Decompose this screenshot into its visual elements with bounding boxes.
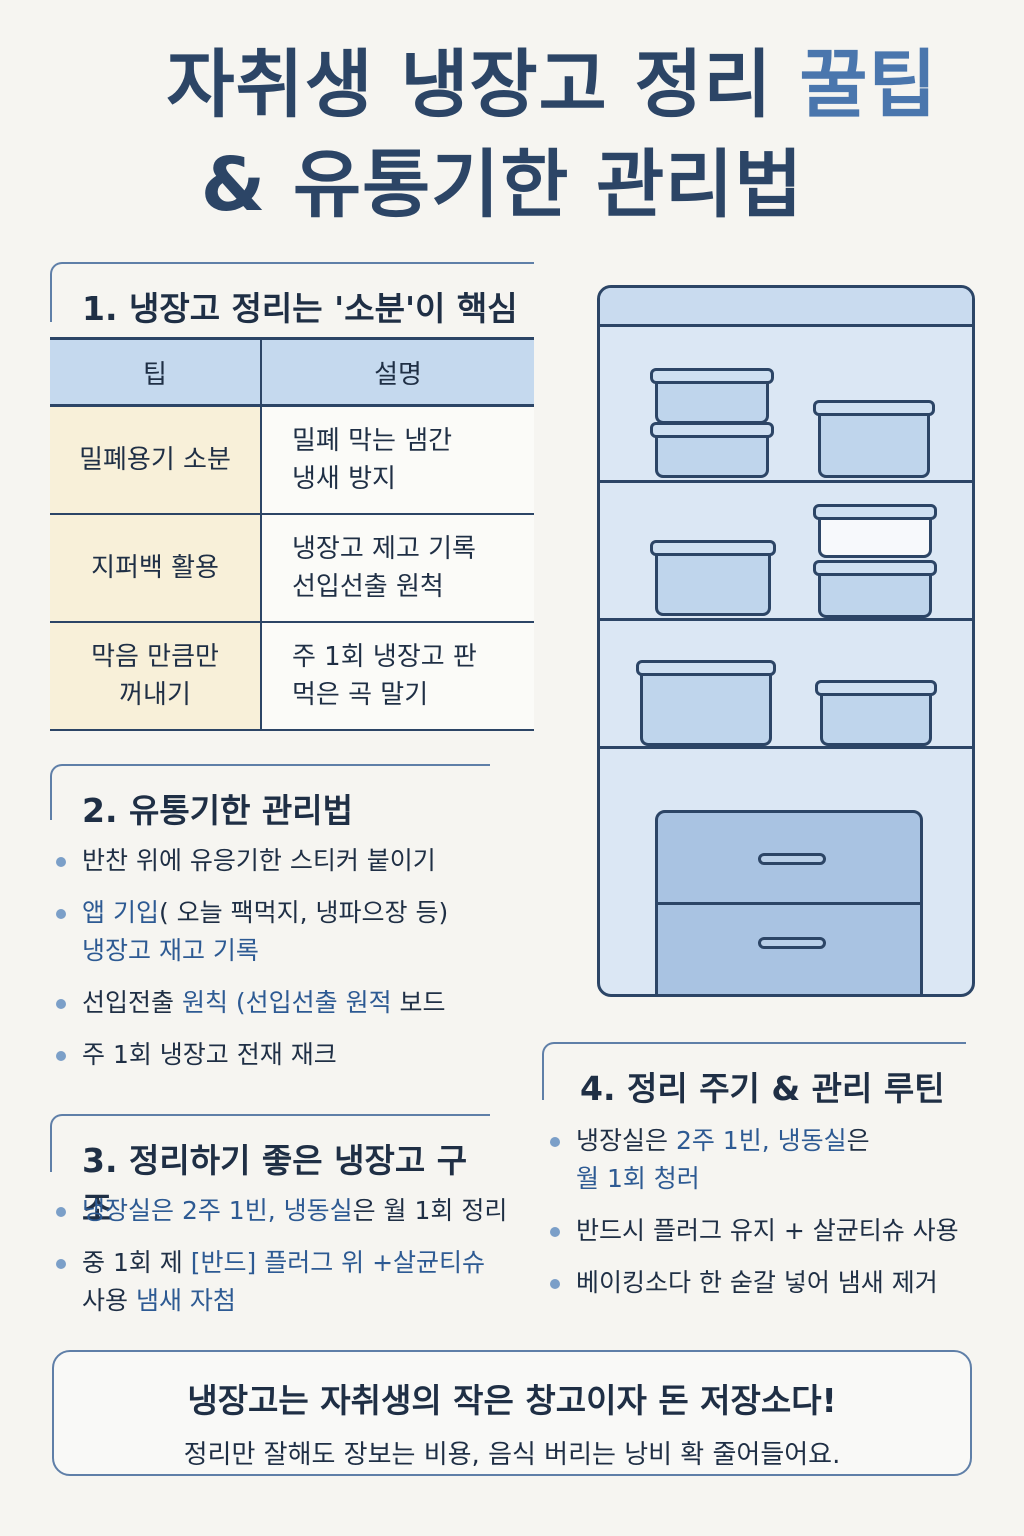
table-header-desc: 설명 [261, 337, 534, 407]
list-item: 냉장실은 2주 1빈, 냉동실은 월 1회 정리 [52, 1192, 572, 1230]
food-container [640, 672, 772, 746]
list-item-text: 보드 [391, 988, 446, 1017]
section4-heading: 4. 정리 주기 & 관리 루틴 [542, 1042, 966, 1108]
drawer-handle [758, 853, 826, 865]
list-item-accent: 월 1회 청러 [576, 1164, 700, 1193]
desc-line: 냉새 방지 [292, 464, 396, 494]
fridge-illustration [597, 285, 975, 997]
list-item: 반드시 플러그 유지 + 살균티슈 사용 [546, 1212, 1016, 1250]
section1-heading: 1. 냉장고 정리는 '소분'이 핵심 [50, 262, 534, 328]
list-item-text: ( 오늘 팩먹지, 냉파으장 등) [158, 898, 449, 927]
food-container [818, 514, 932, 558]
list-item-accent: 냄새 자첨 [135, 1286, 236, 1315]
fridge-drawer [655, 902, 923, 994]
table-cell-tip: 밀폐용기 소분 [50, 405, 262, 515]
footer-headline: 냉장고는 자취생의 작은 창고이자 돈 저장소다! [187, 1381, 837, 1420]
list-item-text: 냉장실은 [576, 1126, 676, 1155]
list-item-text: 반찬 위에 유응기한 스티커 붙이기 [82, 846, 436, 875]
section2-heading: 2. 유통기한 관리법 [50, 764, 490, 830]
section3-list: 냉장실은 2주 1빈, 냉동실은 월 1회 정리 중 1회 제 [반드] 플러그… [52, 1192, 572, 1334]
container-lid [813, 400, 935, 416]
list-item-text: 중 1회 제 [82, 1248, 191, 1277]
list-item-accent: 냉장실은 2주 1빈, 냉동실 [82, 1196, 353, 1225]
fridge-top-bar [600, 288, 972, 327]
section3-heading: 3. 정리하기 좋은 냉장고 구조 [50, 1114, 490, 1228]
fridge-drawer [655, 810, 923, 906]
food-container [655, 380, 769, 424]
page-title-line1: 자취생 냉장고 정리 꿀팁 [40, 40, 1024, 130]
desc-line: 밀폐 막는 냄간 [292, 426, 453, 456]
desc-line: 주 1회 냉장고 판 [292, 642, 477, 672]
food-container [820, 692, 932, 746]
fridge-shelf [600, 480, 972, 483]
container-lid [813, 560, 937, 576]
container-lid [815, 680, 937, 696]
table-header-tip: 팁 [50, 337, 262, 407]
container-lid [636, 660, 776, 676]
tip-line: 막음 만큼만 [91, 642, 219, 672]
list-item-text: 선입전출 [82, 988, 182, 1017]
desc-line: 냉장고 제고 기록 [292, 534, 476, 564]
fridge-shelf [600, 746, 972, 749]
footer-callout: 냉장고는 자취생의 작은 창고이자 돈 저장소다! 정리만 잘해도 장보는 비용… [52, 1350, 972, 1476]
list-item-accent: 냉장고 재고 기록 [82, 936, 259, 965]
list-item-text: 은 월 1회 정리 [352, 1196, 508, 1225]
list-item-text: 베이킹소다 한 숟갈 넣어 냄새 제거 [576, 1268, 938, 1297]
list-item: 주 1회 냉장고 전재 재크 [52, 1036, 572, 1074]
list-item-accent: 원칙 (선입선출 원적 [181, 988, 392, 1017]
list-item-text: 은 [846, 1126, 870, 1155]
list-item: 선입전출 원칙 (선입선출 원적 보드 [52, 984, 572, 1022]
container-lid [650, 368, 774, 384]
list-item-accent: [반드] 플러그 위 +살균티슈 [190, 1248, 486, 1277]
desc-line: 먹은 곡 말기 [292, 680, 429, 710]
tip-line: 꺼내기 [119, 680, 191, 710]
fridge-shelf [600, 618, 972, 621]
footer-subtext: 정리만 잘해도 장보는 비용, 음식 버리는 낭비 확 줄어들어요. [183, 1440, 841, 1470]
drawer-handle [758, 937, 826, 949]
section2-list: 반찬 위에 유응기한 스티커 붙이기 앱 기입( 오늘 팩먹지, 냉파으장 등)… [52, 842, 572, 1088]
title-main-text: 자취생 냉장고 정리 [166, 42, 800, 128]
list-item-accent: 앱 기입 [82, 898, 159, 927]
page-title-line2: & 유통기한 관리법 [200, 142, 804, 228]
container-lid [813, 504, 937, 520]
desc-line: 선입선출 원척 [292, 572, 444, 602]
food-container [818, 412, 930, 478]
food-container [655, 550, 771, 616]
list-item: 앱 기입( 오늘 팩먹지, 냉파으장 등) 냉장고 재고 기록 [52, 894, 572, 970]
list-item-accent: 2주 1빈, 냉동실 [675, 1126, 847, 1155]
list-item-text: 반드시 플러그 유지 + 살균티슈 사용 [576, 1216, 959, 1245]
list-item: 반찬 위에 유응기한 스티커 붙이기 [52, 842, 572, 880]
list-item: 베이킹소다 한 숟갈 넣어 냄새 제거 [546, 1264, 1016, 1302]
table-cell-tip: 지퍼백 활용 [50, 514, 262, 623]
food-container [818, 570, 932, 618]
list-item-text: 사용 [82, 1286, 136, 1315]
title-accent-text: 꿀팁 [799, 42, 938, 128]
container-lid [650, 540, 776, 556]
list-item-text: 주 1회 냉장고 전재 재크 [82, 1040, 337, 1069]
container-lid [650, 422, 774, 438]
table-header-row: 팁 설명 [50, 337, 534, 407]
